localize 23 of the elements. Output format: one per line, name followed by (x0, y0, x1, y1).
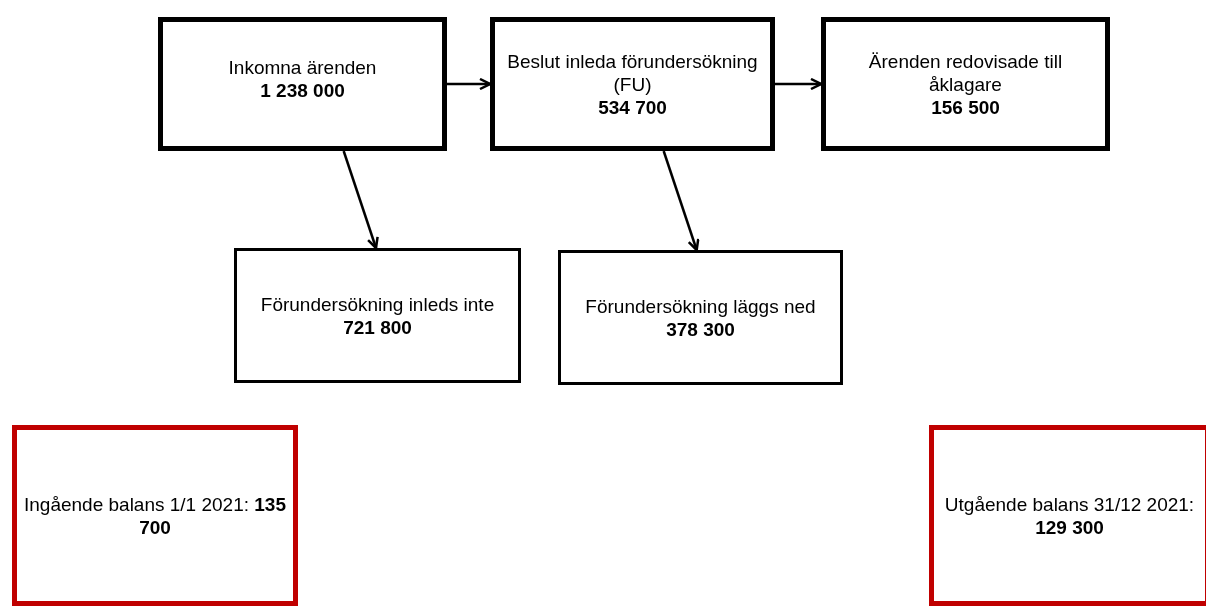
node-label: Inkomna ärenden (228, 56, 377, 79)
count-value: 1 238 000 (260, 79, 345, 102)
node-label: Utgående balans 31/12 2021: 129 300 (943, 492, 1196, 539)
arrow (662, 150, 700, 252)
arrow (775, 77, 823, 91)
node-label: Beslut inleda förundersökning (FU) (506, 49, 759, 96)
balance-box (12, 425, 298, 606)
node-label: Ingående balans 1/1 2021: 135 700 (23, 492, 287, 539)
process-box (234, 248, 521, 383)
process-box (158, 17, 447, 151)
count-value: 156 500 (931, 95, 1000, 119)
count-value: 534 700 (598, 95, 667, 119)
arrow (342, 150, 379, 250)
node-label: Ärenden redovisade till åklagare (867, 49, 1064, 96)
process-box (821, 17, 1110, 151)
node-label: Förundersökning läggs ned (585, 294, 816, 318)
process-box (490, 17, 775, 151)
node-label: Förundersökning inleds inte (260, 292, 495, 316)
balance-box (929, 425, 1206, 606)
count-value: 721 800 (343, 315, 412, 339)
process-box (558, 250, 843, 385)
count-value: 378 300 (666, 317, 735, 341)
arrow (447, 77, 492, 91)
